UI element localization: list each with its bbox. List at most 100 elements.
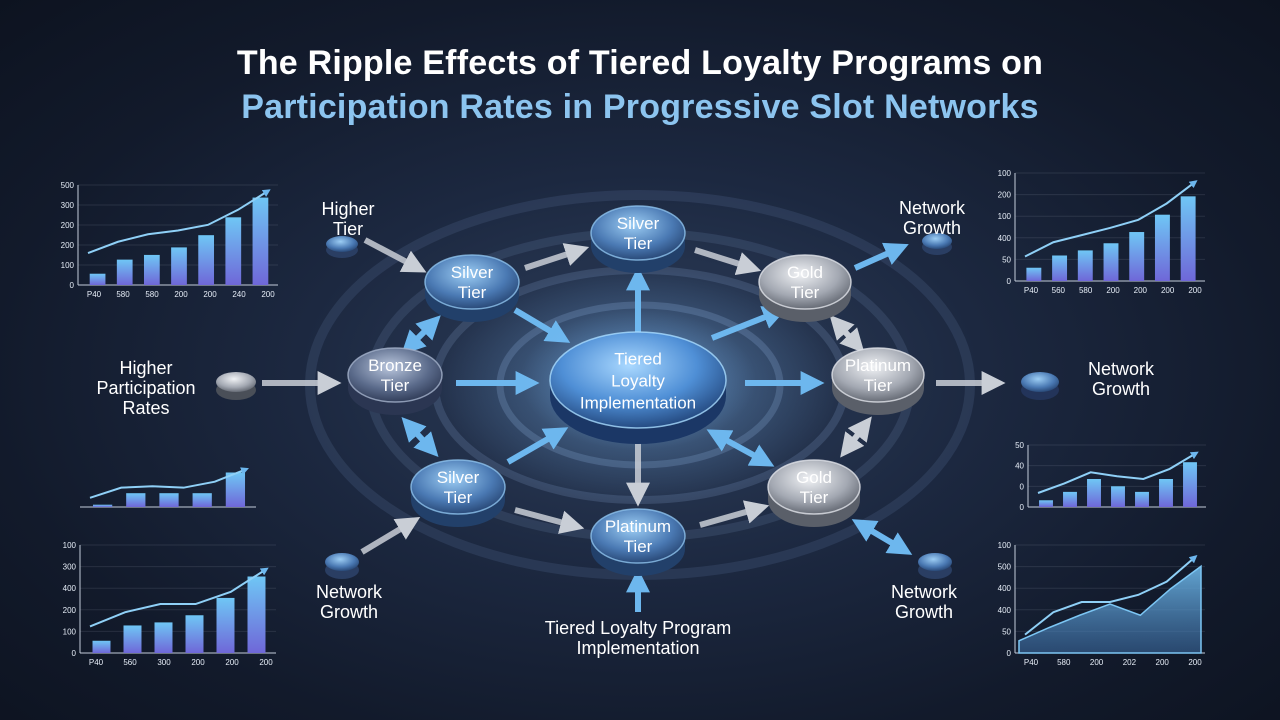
y-tick-label: 50 [1002,627,1011,636]
trend-line [87,189,271,254]
x-tick-label: P40 [1024,286,1039,295]
label-line: Network [316,582,383,602]
arrow-center-gold-link [706,429,775,467]
bar [171,247,187,285]
y-tick-label: 400 [998,234,1012,243]
y-tick-label: 100 [998,212,1012,221]
tier-node-label: Tier [864,376,893,395]
disc-network-growth-top-right-icon [922,233,952,255]
y-tick-label: 100 [63,627,77,636]
x-tick-label: 580 [1079,286,1093,295]
chart-mid-left [80,467,256,508]
bar [1154,214,1170,281]
bar [1052,255,1068,281]
label-line: Rates [122,398,169,418]
disc-network-growth-bottom-right-icon [918,553,952,579]
disc-network-growth-right-icon [1021,372,1059,400]
x-tick-label: 560 [1052,286,1066,295]
tier-node-label: Platinum [605,517,671,536]
bar [116,259,133,285]
y-tick-label: 400 [998,584,1012,593]
arrow-gold-to-network-growth [853,242,909,271]
bar [159,493,179,507]
bar [1103,243,1119,281]
tier-node-label: Tier [624,234,653,253]
x-tick-label: 200 [1134,286,1148,295]
label-line: Higher [119,358,172,378]
y-tick-label: 0 [1007,277,1012,286]
tier-node-label: Implementation [580,394,696,413]
x-tick-label: 200 [259,658,273,667]
arrow-silver-bronze-link [401,315,441,355]
side-labels: HigherTierHigherParticipationRatesNetwor… [96,198,1155,658]
tier-node-label: Tier [458,283,487,302]
bar [225,472,246,507]
x-tick-label: P40 [89,658,104,667]
bar [1111,486,1125,507]
bar [1129,232,1145,281]
disc-network-growth-bottom-left-icon [325,553,359,579]
arrow-silver-lower-to-center [506,427,569,465]
x-tick-label: 580 [116,290,130,299]
tier-node-label: Platinum [845,356,911,375]
bar [247,576,266,653]
bar [92,640,111,653]
bar [1135,491,1149,507]
x-tick-label: P40 [1024,658,1039,667]
bar [1087,479,1101,507]
x-tick-label: 200 [261,290,275,299]
disc-higher-tier-icon [326,236,358,258]
x-tick-label: 560 [123,658,137,667]
bar [89,273,106,285]
y-tick-label: 50 [1015,441,1024,450]
label-line: Participation [96,378,195,398]
x-tick-label: 580 [1057,658,1071,667]
flow-arrows [262,237,1006,612]
x-tick-label: 200 [191,658,205,667]
label-line: Higher [321,199,374,219]
bar [252,197,269,285]
tier-node-label: Tier [791,283,820,302]
arrow-gold-network-growth-link [851,519,913,555]
y-tick-label: 300 [61,201,75,210]
x-tick-label: 200 [1188,658,1202,667]
y-tick-label: 0 [1020,482,1025,491]
y-tick-label: 200 [998,191,1012,200]
small-discs [216,233,1059,579]
tier-node-label: Tiered [614,350,662,369]
title-line-1: The Ripple Effects of Tiered Loyalty Pro… [236,44,1044,82]
y-tick-label: 200 [61,241,75,250]
x-tick-label: 200 [1156,658,1170,667]
x-tick-label: 200 [1106,286,1120,295]
tier-node-label: Gold [787,263,823,282]
tier-node-label: Tier [800,488,829,507]
bar [216,597,235,653]
bar [198,235,215,285]
y-tick-label: 500 [61,181,75,190]
y-tick-label: 100 [63,541,77,550]
bar [192,493,212,507]
bar [154,622,173,653]
tier-node-label: Silver [617,214,660,233]
tier-node-label: Silver [437,468,480,487]
y-tick-label: 400 [63,584,77,593]
y-tick-label: 100 [998,169,1012,178]
tier-nodes: TieredLoyaltyImplementationSilverTierSil… [347,205,925,576]
bar [1159,479,1173,507]
y-tick-label: 200 [63,606,77,615]
bar [1026,267,1042,281]
y-tick-label: 300 [63,563,77,572]
disc-participation-icon [216,372,256,400]
trend-line [1024,180,1198,258]
